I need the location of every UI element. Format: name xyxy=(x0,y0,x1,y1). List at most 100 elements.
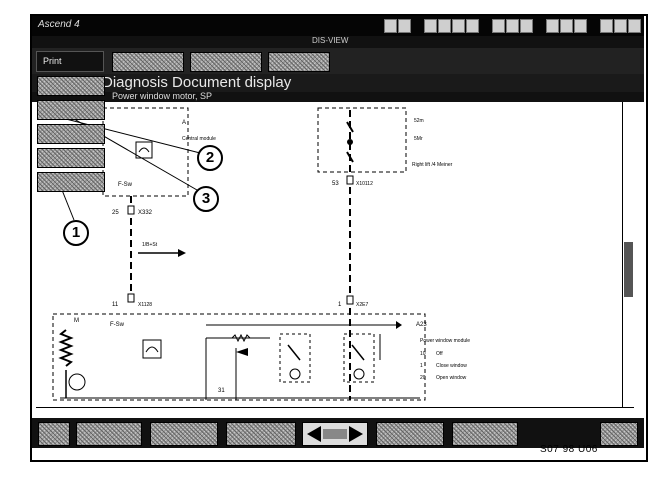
plug-x332: X332 xyxy=(138,210,153,216)
signal-arrow-head xyxy=(178,249,186,257)
plug-x2e7: X2E7 xyxy=(356,302,368,308)
motor-label: M xyxy=(74,318,79,324)
page-heading: Diagnosis Document display xyxy=(32,74,644,92)
next-arrow-icon[interactable] xyxy=(349,426,363,442)
connector-pin-top xyxy=(127,205,135,215)
toolbar-icon-2[interactable] xyxy=(398,19,411,33)
bottom-button-5[interactable] xyxy=(376,422,444,446)
close-icon[interactable] xyxy=(628,19,641,33)
menu-bar-title: DIS-VIEW xyxy=(312,36,349,45)
callout-2: 2 xyxy=(197,145,223,171)
legend-text-2: Close window xyxy=(436,363,467,369)
toolbar-icon-1[interactable] xyxy=(384,19,397,33)
figure-code: S07 98 U06 xyxy=(540,444,598,455)
bottom-button-3[interactable] xyxy=(150,422,218,446)
vertical-scrollbar[interactable] xyxy=(622,102,635,407)
module-logic-symbol xyxy=(142,339,162,359)
toolbar-icon-6[interactable] xyxy=(466,19,479,33)
toolbar-icon-10[interactable] xyxy=(546,19,559,33)
toolbar-icon-9[interactable] xyxy=(520,19,533,33)
central-module-sw-label: F-Sw xyxy=(118,182,133,188)
relay-2-switch xyxy=(351,344,365,361)
toolbar-icon-11[interactable] xyxy=(560,19,573,33)
module-connector-pin xyxy=(346,295,354,305)
bottom-button-7[interactable] xyxy=(600,422,638,446)
toolbar-icon-4[interactable] xyxy=(438,19,451,33)
potentiometer xyxy=(231,333,251,343)
toolbar-icon-5[interactable] xyxy=(452,19,465,33)
toolbar-icon-3[interactable] xyxy=(424,19,437,33)
fuse-switch xyxy=(346,121,354,133)
side-button-3[interactable] xyxy=(37,124,105,144)
legend-text-1: Off xyxy=(436,351,443,357)
figure-caption-area xyxy=(32,448,644,458)
document-title: Power window motor, SP xyxy=(112,91,213,101)
central-module-symbol-wave xyxy=(138,147,150,153)
toolbar-icon-8[interactable] xyxy=(506,19,519,33)
callout-3: 3 xyxy=(193,186,219,212)
previous-arrow-icon[interactable] xyxy=(307,426,321,442)
menu-bar: DIS-VIEW xyxy=(32,36,644,48)
side-button-1[interactable] xyxy=(37,76,105,96)
relay-1-switch xyxy=(287,344,301,361)
horizontal-scrollbar[interactable] xyxy=(36,407,634,418)
legend-code-2: 1 xyxy=(420,363,423,369)
module-sw-label: F-Sw xyxy=(110,322,125,328)
side-button-5[interactable] xyxy=(37,172,105,192)
switch-wiper xyxy=(236,348,248,356)
fuse-mid-label: 5Mr xyxy=(414,136,423,142)
callout-1: 1 xyxy=(63,220,89,246)
relay-switch xyxy=(346,151,354,163)
central-module-connector: A xyxy=(182,120,186,126)
central-module-symbol xyxy=(135,141,153,159)
module-description: Power window module xyxy=(420,338,470,344)
motor-transistor xyxy=(68,373,86,391)
side-button-4[interactable] xyxy=(37,148,105,168)
fuse-note: Right lift /4 Meiner xyxy=(412,162,453,168)
module-logic-wave xyxy=(145,346,159,353)
toolbar-button-3[interactable] xyxy=(268,52,330,72)
navigation-indicator-icon xyxy=(323,429,347,439)
bottom-button-6[interactable] xyxy=(452,422,518,446)
minimize-icon[interactable] xyxy=(600,19,613,33)
legend-text-3: Open window xyxy=(436,375,467,381)
toolbar-icon-7[interactable] xyxy=(492,19,505,33)
pin-53: 53 xyxy=(332,181,339,187)
wiring-diagram-svg: A Central module F-Sw 25 X332 1/B+St 52m… xyxy=(52,107,470,401)
fuse-top-label: 52m xyxy=(414,118,424,124)
document-subheading: Power window motor, SP xyxy=(32,91,644,102)
ground-pin: 31 xyxy=(218,388,225,394)
vertical-scrollbar-thumb[interactable] xyxy=(624,242,633,297)
print-button[interactable]: Print xyxy=(36,51,104,72)
central-module-box xyxy=(102,107,189,197)
relay-1 xyxy=(279,333,311,383)
navigation-arrows xyxy=(302,422,368,446)
signal-label: 1/B+St xyxy=(142,242,158,248)
plug-x1128: X1128 xyxy=(138,302,152,308)
maximize-icon[interactable] xyxy=(614,19,627,33)
side-button-2[interactable] xyxy=(37,100,105,120)
module-id: A23 xyxy=(416,322,427,328)
legend-code-1: 10 xyxy=(420,351,426,357)
relay-2-coil xyxy=(353,368,365,380)
connector-pin-bottom xyxy=(127,293,135,303)
module-bus-arrow xyxy=(396,321,402,329)
toolbar-button-2[interactable] xyxy=(190,52,262,72)
bottom-button-2[interactable] xyxy=(76,422,142,446)
fuse-box xyxy=(317,107,407,173)
legend-code-3: 20 xyxy=(420,375,426,381)
bottom-button-4[interactable] xyxy=(226,422,296,446)
plug-x10112: X10112 xyxy=(356,181,373,187)
relay-2 xyxy=(343,333,375,383)
page-title: Diagnosis Document display xyxy=(102,74,292,91)
pin-25: 25 xyxy=(112,210,119,216)
title-bar: Ascend 4 xyxy=(32,16,644,36)
help-icon[interactable] xyxy=(574,19,587,33)
fuse-node xyxy=(347,139,353,145)
navigation-arrows-svg xyxy=(307,426,363,442)
bottom-button-1[interactable] xyxy=(38,422,70,446)
toolbar-button-1[interactable] xyxy=(112,52,184,72)
pin-1: 1 xyxy=(338,302,342,308)
relay-1-coil xyxy=(289,368,301,380)
pin-11: 11 xyxy=(112,302,119,308)
